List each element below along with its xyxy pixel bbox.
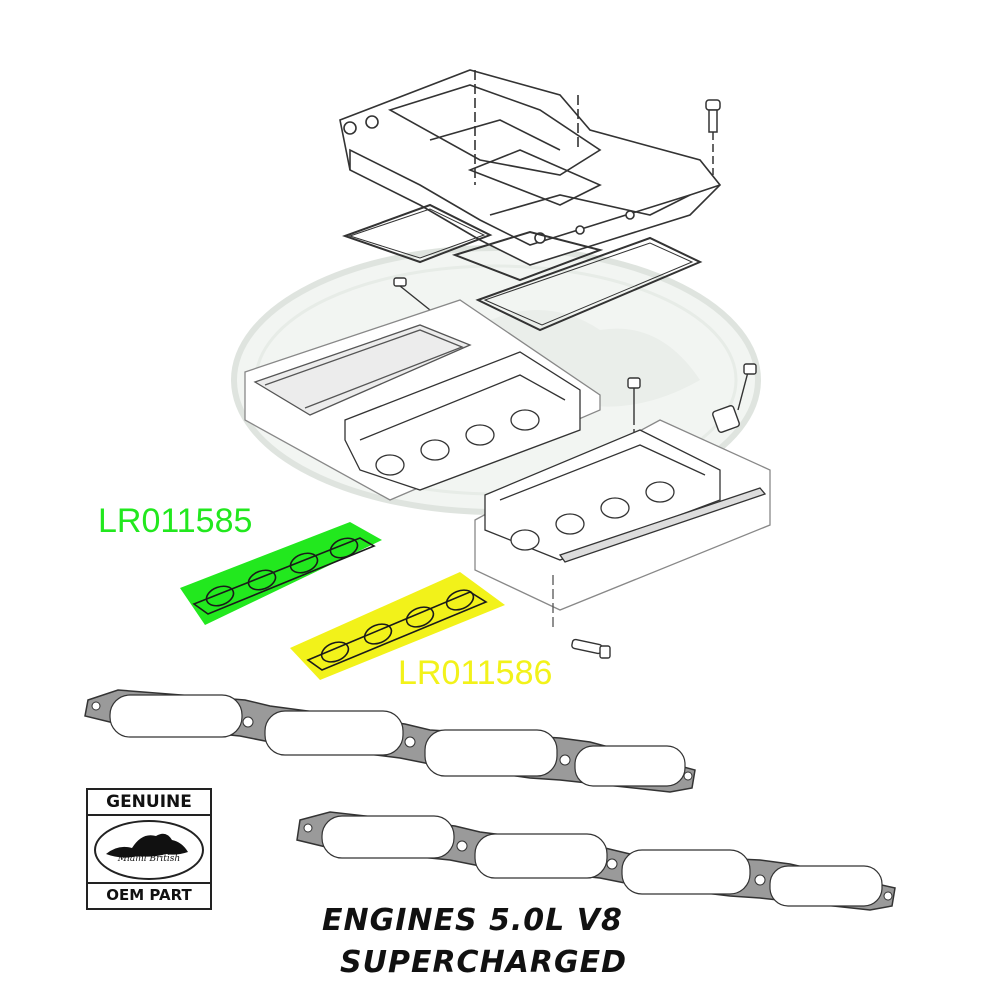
badge-bottom-text: OEM PART <box>106 886 192 904</box>
gasket-photo-left-bank <box>84 689 696 793</box>
badge-divider-top <box>88 814 210 816</box>
caption-engine-line: ENGINES 5.0L V8 <box>322 903 623 938</box>
badge-divider-bottom <box>88 882 210 884</box>
map-sensor <box>627 363 757 470</box>
housing-bolt <box>705 99 721 175</box>
manifold-bolt-lower <box>571 638 611 659</box>
genuine-oem-badge: GENUINE Miami British OEM PART <box>86 788 212 910</box>
left-intake-manifold <box>244 299 601 501</box>
gasket-highlight-right <box>290 572 505 680</box>
gasket-photo-right-bank <box>296 811 896 911</box>
gasket-highlight-left <box>180 522 382 625</box>
part-number-left-bank: LR011585 <box>98 502 253 540</box>
caption-supercharged-line: SUPERCHARGED <box>340 945 628 980</box>
right-intake-manifold <box>474 419 771 630</box>
part-number-right-bank: LR011586 <box>398 654 553 692</box>
landmass-silhouette-icon <box>106 833 188 858</box>
upper-seal-gaskets <box>342 203 703 332</box>
badge-brand-text: Miami British <box>117 854 181 864</box>
supercharger-housing <box>339 69 722 266</box>
badge-top-text: GENUINE <box>106 792 192 812</box>
badge-oval <box>94 820 204 880</box>
